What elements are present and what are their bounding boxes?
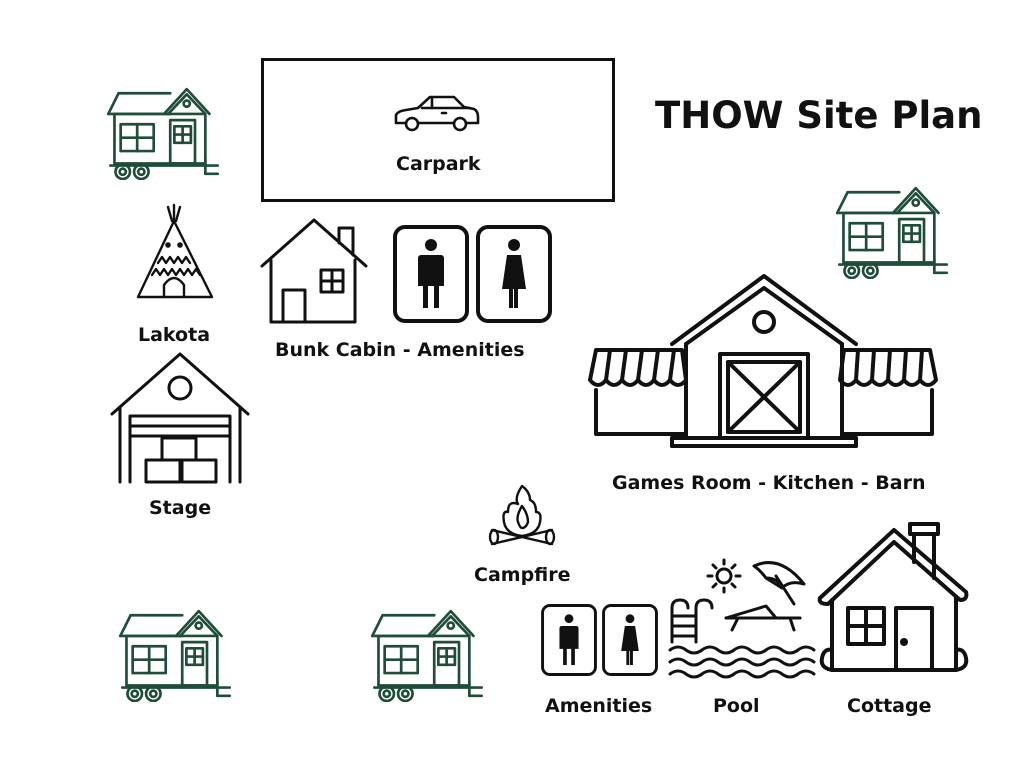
female-restroom-icon: [476, 224, 552, 324]
pool-icon: [668, 558, 816, 679]
pool-label: Pool: [713, 695, 760, 717]
lakota-label: Lakota: [138, 324, 211, 346]
male-restroom-icon: [393, 224, 469, 324]
female-restroom-icon: [602, 604, 658, 676]
page-title: THOW Site Plan: [655, 94, 983, 137]
stage-barn-icon: [110, 352, 250, 484]
games-room-label: Games Room - Kitchen - Barn: [612, 472, 926, 494]
car-icon: [394, 95, 480, 132]
carpark-label: Carpark: [396, 153, 481, 175]
carpark-area: [261, 58, 615, 202]
cottage-icon: [817, 522, 969, 672]
barn-shop-icon: [588, 274, 938, 448]
campfire-label: Campfire: [474, 564, 571, 586]
tiny-house-icon: [835, 186, 949, 279]
tiny-house-icon: [370, 609, 484, 702]
amenities-label: Amenities: [545, 695, 653, 717]
male-restroom-icon: [541, 604, 597, 676]
bunk-cabin-label: Bunk Cabin - Amenities: [275, 339, 525, 361]
house-icon: [260, 218, 368, 324]
tiny-house-icon: [118, 609, 232, 702]
teepee-icon: [136, 203, 214, 299]
campfire-icon: [488, 484, 556, 546]
cottage-label: Cottage: [847, 695, 932, 717]
stage-label: Stage: [149, 497, 212, 519]
tiny-house-icon: [106, 87, 220, 180]
